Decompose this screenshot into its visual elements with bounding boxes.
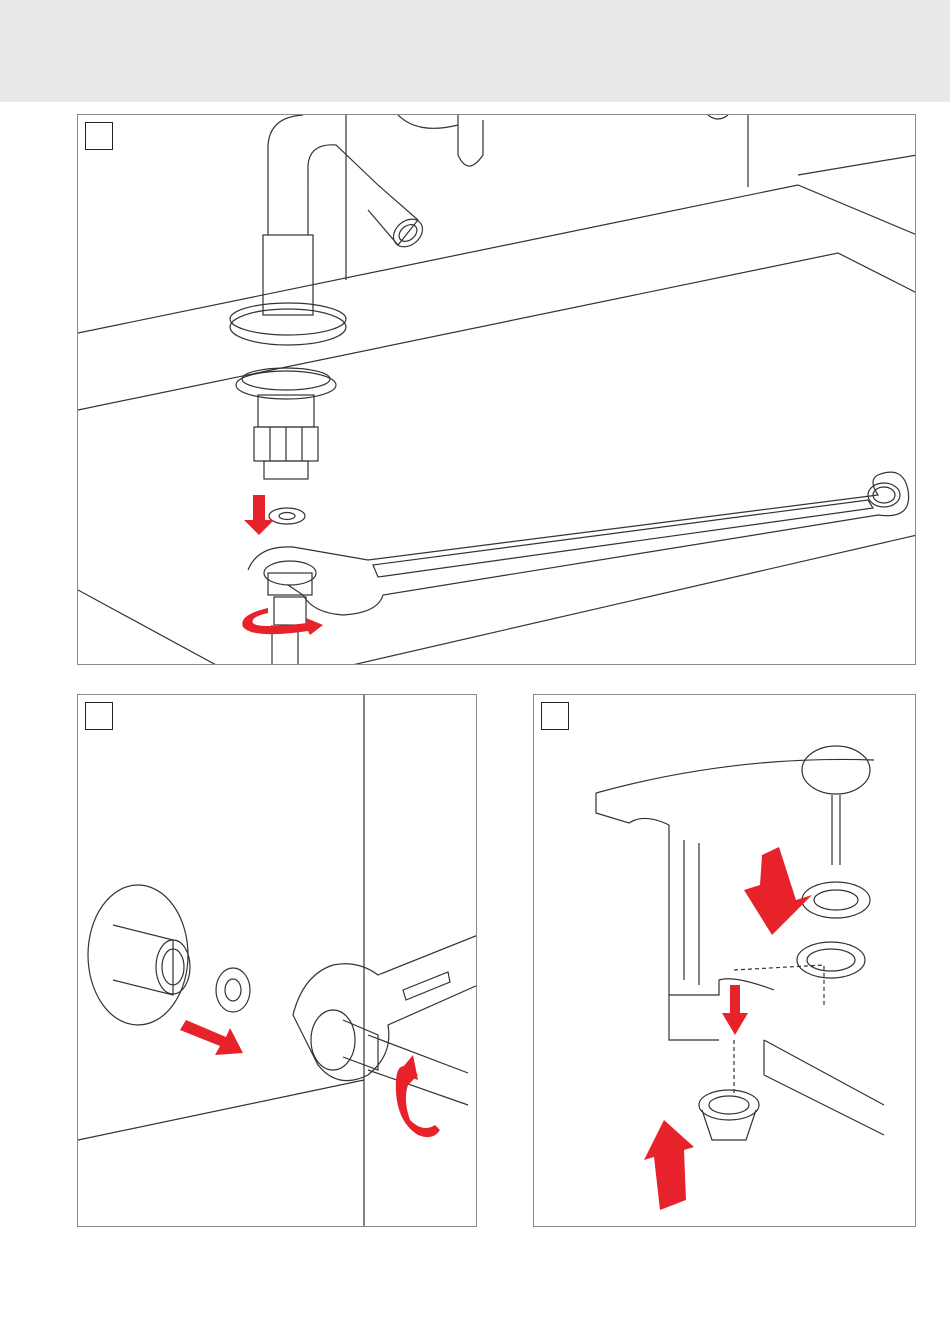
step-panel-3 [533, 694, 916, 1227]
pipe-section [274, 597, 306, 625]
connection-pipe [368, 1035, 468, 1105]
down-arrow-small [722, 985, 748, 1035]
header-band [0, 0, 950, 102]
step-panel-2 [77, 694, 477, 1227]
drain-plug-cap [802, 746, 870, 794]
wrench-slot [403, 972, 450, 1000]
countertop-edge-line [78, 185, 916, 333]
cabinet-line-left [78, 590, 218, 665]
overflow-dashed-line [734, 965, 824, 1005]
sealing-washer [216, 968, 250, 1012]
step-number-box [85, 702, 113, 730]
wrench-groove [373, 500, 873, 577]
down-arrow-large [744, 847, 812, 935]
connection-nut [311, 1010, 355, 1070]
wrench [248, 472, 909, 615]
drain-assembly-illustration [534, 695, 916, 1227]
faucet-spout-outer [268, 115, 303, 235]
up-arrow [644, 1120, 694, 1210]
countertop-front-line [78, 253, 916, 410]
loose-washer [269, 508, 305, 524]
wall-line-right [798, 155, 916, 175]
faucet-installation-illustration [78, 115, 916, 665]
step-panel-1 [77, 114, 916, 665]
drain-flange [802, 882, 870, 918]
drain-pipe-top [764, 1040, 884, 1105]
faucet-spout-inner [308, 145, 378, 235]
faucet-base-rosette [230, 309, 346, 345]
plug-stem [832, 795, 840, 865]
rotation-arrow [396, 1066, 440, 1137]
wrench-open-end [293, 935, 477, 1081]
threaded-shank [258, 395, 314, 427]
wall-connection-illustration [78, 695, 477, 1227]
drain-pipe-bottom [764, 1075, 884, 1135]
push-arrow [180, 1020, 243, 1055]
faucet-handle [458, 115, 483, 166]
shank-bottom [264, 461, 308, 479]
rotation-arrow [242, 608, 323, 635]
step-number-box [85, 122, 113, 150]
floor-line [78, 1080, 364, 1140]
drain-body-top [699, 1090, 759, 1120]
basin-edge [596, 793, 669, 825]
step-number-box [541, 702, 569, 730]
basin-rim [596, 759, 874, 793]
